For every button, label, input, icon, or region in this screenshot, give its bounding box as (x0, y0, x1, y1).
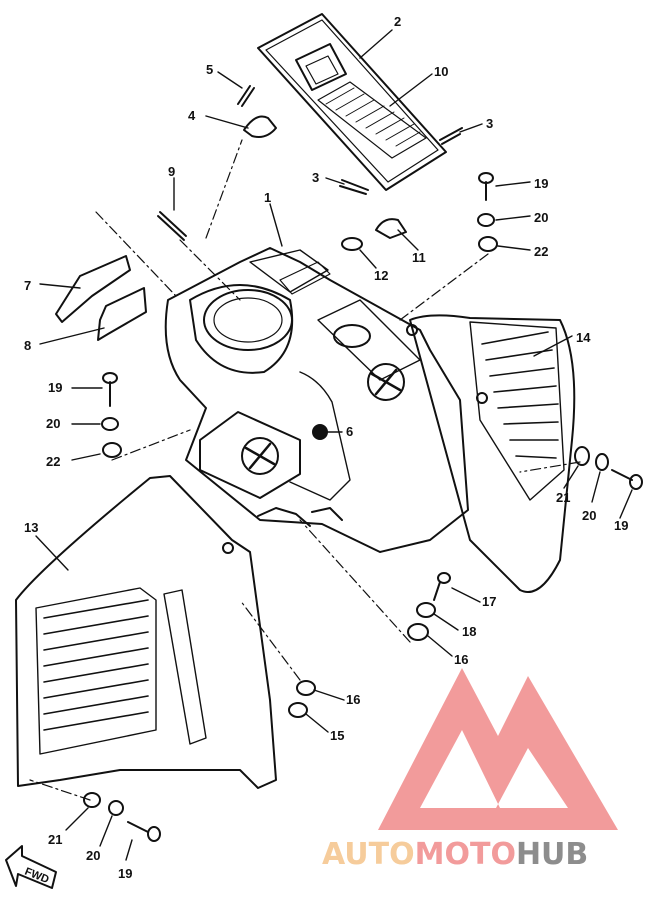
watermark-auto: AUTO (322, 837, 415, 872)
top-cover-panel (257, 13, 447, 191)
washer-16-left (296, 680, 316, 696)
callout-16-right: 16 (454, 652, 468, 667)
callout-21-right: 21 (556, 490, 570, 505)
assembly-lines (29, 139, 581, 801)
washer-21-right (574, 446, 590, 466)
callout-22-left: 22 (46, 454, 60, 469)
callout-19-right: 19 (614, 518, 628, 533)
bolt-19-bottom (127, 821, 161, 842)
washer-21-bottom (83, 792, 101, 808)
nut-22-left (102, 442, 122, 458)
leader-lines (35, 29, 633, 861)
callout-7: 7 (24, 278, 31, 293)
callout-3-left: 3 (312, 170, 319, 185)
callout-22-top: 22 (534, 244, 548, 259)
callout-14: 14 (576, 330, 591, 345)
watermark-logo: AUTOMOTOHUB (322, 668, 618, 872)
washer-20-bottom (108, 800, 124, 816)
clip-4 (243, 115, 277, 138)
svg-text:AUTOMOTOHUB: AUTOMOTOHUB (322, 837, 588, 872)
bolt-17 (433, 572, 451, 601)
washer-20-top (477, 213, 495, 227)
watermark-hub: HUB (516, 837, 588, 872)
callout-21-bottom: 21 (48, 832, 62, 847)
callout-10: 10 (434, 64, 448, 79)
washer-20-left (101, 417, 119, 431)
right-side-louver-panel (406, 314, 576, 593)
callout-20-top: 20 (534, 210, 548, 225)
callout-11: 11 (412, 250, 426, 265)
plug-12 (341, 237, 363, 251)
nut-15 (288, 702, 308, 718)
washer-16-right (407, 623, 429, 641)
callout-5: 5 (206, 62, 213, 77)
callout-9: 9 (168, 164, 175, 179)
callout-12: 12 (374, 268, 388, 283)
nut-22-top (478, 236, 498, 252)
callout-16-left: 16 (346, 692, 360, 707)
watermark-moto: MOTO (415, 837, 516, 872)
callout-8: 8 (24, 338, 31, 353)
screw-3-left (339, 179, 369, 195)
callout-6: 6 (346, 424, 353, 439)
washer-18 (416, 602, 436, 618)
callout-20-bottom: 20 (86, 848, 100, 863)
callout-19-bottom: 19 (118, 866, 132, 881)
screw-3-right (439, 127, 463, 145)
bolt-19-left (102, 372, 118, 407)
callout-13: 13 (24, 520, 38, 535)
callout-3-right: 3 (486, 116, 493, 131)
bolt-19-right (611, 469, 643, 490)
callout-2: 2 (394, 14, 401, 29)
callout-19-left: 19 (48, 380, 62, 395)
bracket-8 (97, 287, 147, 341)
washer-20-right (595, 453, 609, 471)
bolt-19-top (478, 172, 494, 201)
callout-4: 4 (188, 108, 196, 123)
callout-17: 17 (482, 594, 496, 609)
grommet-11 (375, 218, 407, 239)
main-cowl-body (164, 247, 469, 553)
bracket-7 (55, 255, 131, 323)
pin-5 (237, 85, 255, 107)
rod-9 (157, 211, 187, 241)
watermark-triangle (378, 668, 618, 830)
fwd-arrow: FWD (5, 845, 57, 889)
callout-18: 18 (462, 624, 476, 639)
left-side-louver-panel (15, 475, 277, 789)
callout-20-right: 20 (582, 508, 596, 523)
callout-19-top: 19 (534, 176, 548, 191)
callout-1: 1 (264, 190, 271, 205)
callout-labels: 2 5 10 4 3 3 19 9 1 20 11 22 12 7 8 14 1… (24, 14, 628, 881)
callout-20-left: 20 (46, 416, 60, 431)
callout-15: 15 (330, 728, 344, 743)
